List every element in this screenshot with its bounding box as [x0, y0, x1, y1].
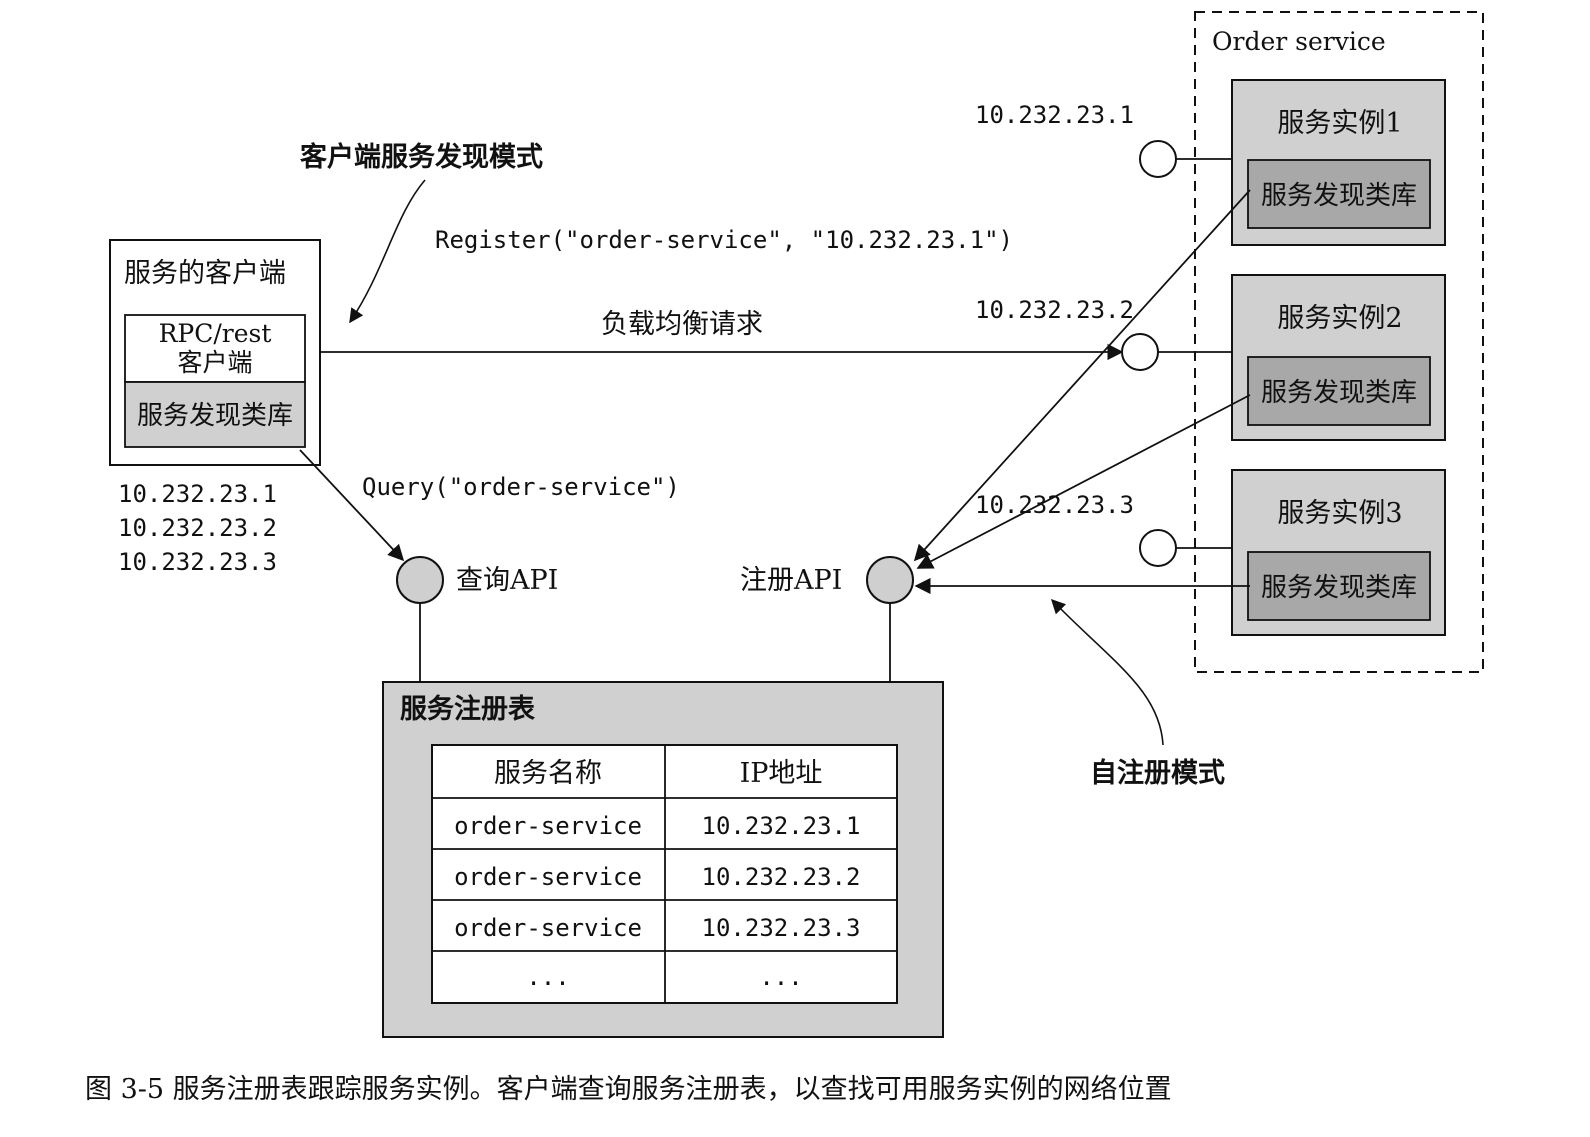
client-discovery-library-label: 服务发现类库 — [137, 401, 293, 431]
registry-row-1-ip: 10.232.23.1 — [702, 812, 861, 840]
instance-1-ip: 10.232.23.1 — [975, 101, 1134, 129]
instance-1-library-box — [1247, 159, 1431, 229]
instance-2-library-box — [1247, 356, 1431, 426]
rpc-client-label-line2: 客户端 — [177, 348, 252, 377]
client-ip-1: 10.232.23.1 — [118, 480, 277, 508]
figure-caption: 图 3-5 服务注册表跟踪服务实例。客户端查询服务注册表，以查找可用服务实例的网… — [85, 1074, 1172, 1105]
instance-2-endpoint — [1121, 333, 1159, 371]
query-arrow — [299, 449, 405, 562]
instance-2-ip: 10.232.23.2 — [975, 296, 1134, 324]
client-ip-2: 10.232.23.2 — [118, 514, 277, 542]
instance-3-ip: 10.232.23.3 — [975, 491, 1134, 519]
registry-row-3-ip: 10.232.23.3 — [702, 914, 861, 942]
service-instance-2: 服务实例2 服务发现类库 — [1231, 274, 1446, 441]
client-pattern-pointer — [349, 179, 426, 324]
register-api-node — [866, 556, 914, 604]
rpc-client-label-line1: RPC/rest — [159, 319, 272, 348]
instance-3-library-box — [1247, 551, 1431, 621]
registry-row-4-name: ... — [526, 963, 569, 991]
order-service-title: Order service — [1212, 27, 1386, 56]
service-instance-3: 服务实例3 服务发现类库 — [1231, 469, 1446, 636]
registry-row-2-name: order-service — [454, 863, 642, 891]
service-instance-1: 服务实例1 服务发现类库 — [1231, 79, 1446, 246]
instance-3-library-label: 服务发现类库 — [1261, 573, 1417, 603]
register-arrow-instance-1 — [913, 189, 1251, 562]
instance-3-endpoint — [1139, 529, 1177, 567]
service-registry-box: 服务注册表 服务名称 IP地址 order-service 10.232.23.… — [382, 681, 944, 1038]
client-title: 服务的客户端 — [124, 258, 286, 289]
query-api-label: 查询API — [456, 565, 558, 596]
instance-2-library-label: 服务发现类库 — [1261, 378, 1417, 408]
query-api-node — [396, 556, 444, 604]
registry-header-ip: IP地址 — [740, 758, 823, 789]
client-ip-3: 10.232.23.3 — [118, 548, 277, 576]
registry-row-4-ip: ... — [759, 963, 802, 991]
rpc-client-box — [124, 314, 306, 383]
register-api-label: 注册API — [740, 565, 842, 596]
instance-1-endpoint — [1139, 140, 1177, 178]
self-register-pattern-label: 自注册模式 — [1090, 757, 1225, 789]
registry-title: 服务注册表 — [400, 693, 535, 725]
order-service-container — [1194, 11, 1484, 673]
register-call-label: Register("order-service", "10.232.23.1") — [435, 226, 1013, 254]
registry-header-name: 服务名称 — [494, 758, 602, 789]
register-arrow-instance-2 — [916, 394, 1251, 569]
service-client-box: 服务的客户端 RPC/rest 客户端 服务发现类库 — [109, 239, 321, 466]
load-balance-label: 负载均衡请求 — [601, 309, 763, 340]
registry-row-2-ip: 10.232.23.2 — [702, 863, 861, 891]
instance-1-library-label: 服务发现类库 — [1261, 181, 1417, 211]
self-register-pointer — [1050, 598, 1164, 746]
instance-2-label: 服务实例2 — [1277, 303, 1402, 334]
query-call-label: Query("order-service") — [362, 473, 680, 501]
client-discovery-library-box — [124, 381, 306, 448]
instance-1-label: 服务实例1 — [1277, 108, 1402, 139]
client-discovery-pattern-label: 客户端服务发现模式 — [300, 141, 543, 173]
registry-row-3-name: order-service — [454, 914, 642, 942]
instance-3-label: 服务实例3 — [1277, 498, 1402, 529]
registry-row-1-name: order-service — [454, 812, 642, 840]
